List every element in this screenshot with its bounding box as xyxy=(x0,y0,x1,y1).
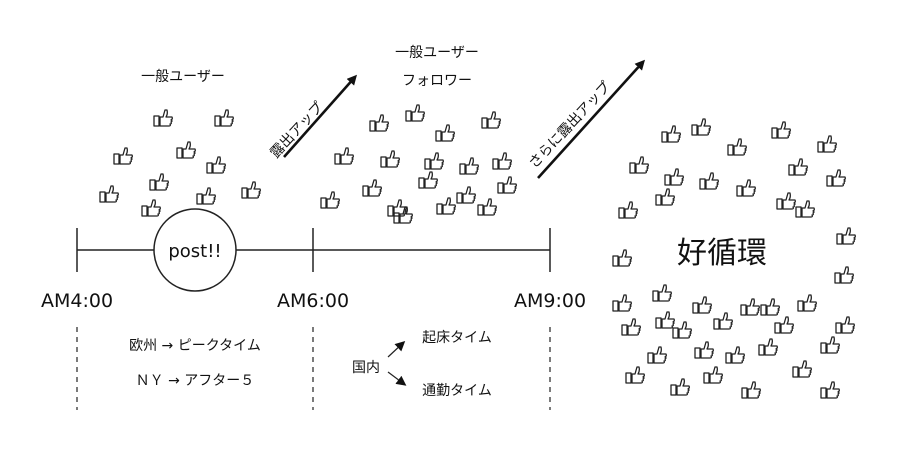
thumbs-up-icon xyxy=(795,200,815,218)
note-commute: 通勤タイム xyxy=(422,383,492,399)
thumbs-up-icon xyxy=(835,316,855,334)
post-label: post!! xyxy=(168,241,221,262)
group2-thumbs-icons xyxy=(320,104,517,224)
group2-label-line1: 一般ユーザー xyxy=(395,45,479,61)
thumbs-up-icon xyxy=(141,199,161,217)
thumbs-up-icon xyxy=(703,366,723,384)
thumbs-up-icon xyxy=(362,179,382,197)
thumbs-up-icon xyxy=(153,109,173,127)
thumbs-up-icon xyxy=(699,172,719,190)
thumbs-up-icon xyxy=(713,312,733,330)
thumbs-up-icon xyxy=(655,188,675,206)
thumbs-up-icon xyxy=(725,346,745,364)
thumbs-up-icon xyxy=(320,191,340,209)
branch-up-arrow xyxy=(387,340,406,358)
thumbs-up-icon xyxy=(655,311,675,329)
thumbs-up-icon xyxy=(661,125,681,143)
thumbs-up-icon xyxy=(625,366,645,384)
thumbs-up-icon xyxy=(435,124,455,142)
thumbs-up-icon xyxy=(774,316,794,334)
thumbs-up-icon xyxy=(776,192,796,210)
branch-arrows xyxy=(387,340,407,386)
thumbs-up-icon xyxy=(740,298,760,316)
thumbs-up-icon xyxy=(459,157,479,175)
thumbs-up-icon xyxy=(820,336,840,354)
exposure-up-arrow: 露出アップ xyxy=(267,74,357,161)
thumbs-up-icon xyxy=(826,169,846,187)
virtuous-cycle-label: 好循環 xyxy=(677,236,767,271)
further-exposure-up-arrow: さらに露出アップ xyxy=(526,59,646,179)
thumbs-up-icon xyxy=(196,187,216,205)
thumbs-up-icon xyxy=(629,156,649,174)
thumbs-up-icon xyxy=(758,338,778,356)
time-am4: AM4:00 xyxy=(41,290,113,312)
thumbs-up-icon xyxy=(380,150,400,168)
exposure-up-label: 露出アップ xyxy=(267,99,326,161)
thumbs-up-icon xyxy=(612,294,632,312)
thumbs-up-icon xyxy=(836,227,856,245)
post-node: post!! xyxy=(153,208,237,292)
thumbs-up-icon xyxy=(214,109,234,127)
thumbs-up-icon xyxy=(691,118,711,136)
thumbs-up-icon xyxy=(771,121,791,139)
note-domestic: 国内 xyxy=(352,360,380,376)
thumbs-up-icon xyxy=(692,296,712,314)
thumbs-up-icon xyxy=(741,381,761,399)
thumbs-up-icon xyxy=(647,346,667,364)
thumbs-up-icon xyxy=(621,318,641,336)
timeline xyxy=(76,228,551,272)
thumbs-up-icon xyxy=(241,181,261,199)
thumbs-up-icon xyxy=(817,135,837,153)
thumbs-up-icon xyxy=(477,198,497,216)
thumbs-up-icon xyxy=(612,249,632,267)
thumbs-up-icon xyxy=(334,147,354,165)
further-exposure-up-label: さらに露出アップ xyxy=(526,79,614,172)
thumbs-up-icon xyxy=(369,114,389,132)
note-europe: 欧州 → ピークタイム xyxy=(129,338,261,354)
thumbs-up-icon xyxy=(820,381,840,399)
thumbs-up-icon xyxy=(760,298,780,316)
thumbs-up-icon xyxy=(176,141,196,159)
thumbs-up-icon xyxy=(694,341,714,359)
thumbs-up-icon xyxy=(497,176,517,194)
group1-thumbs-icons xyxy=(99,109,261,217)
thumbs-up-icon xyxy=(149,173,169,191)
thumbs-up-icon xyxy=(618,201,638,219)
thumbs-up-icon xyxy=(405,104,425,122)
time-am6: AM6:00 xyxy=(277,290,349,312)
thumbs-up-icon xyxy=(652,284,672,302)
thumbs-up-icon xyxy=(113,147,133,165)
thumbs-up-icon xyxy=(424,152,444,170)
thumbs-up-icon xyxy=(664,168,684,186)
thumbs-up-icon xyxy=(418,171,438,189)
thumbs-up-icon xyxy=(99,185,119,203)
thumbs-up-icon xyxy=(792,360,812,378)
thumbs-up-icon xyxy=(492,152,512,170)
note-ny: ＮＹ → アフター５ xyxy=(136,373,255,389)
thumbs-up-icon xyxy=(393,206,413,224)
thumbs-up-icon xyxy=(727,138,747,156)
thumbs-up-icon xyxy=(456,186,476,204)
note-wake: 起床タイム xyxy=(422,330,492,346)
thumbs-up-icon xyxy=(670,378,690,396)
thumbs-up-icon xyxy=(736,179,756,197)
time-am9: AM9:00 xyxy=(514,290,586,312)
group1-label: 一般ユーザー xyxy=(141,69,225,85)
thumbs-up-icon xyxy=(481,111,501,129)
thumbs-up-icon xyxy=(206,156,226,174)
thumbs-up-icon xyxy=(672,321,692,339)
thumbs-up-icon xyxy=(788,158,808,176)
thumbs-up-icon xyxy=(436,197,456,215)
thumbs-up-icon xyxy=(834,266,854,284)
branch-down-arrow xyxy=(387,371,407,386)
thumbs-up-icon xyxy=(797,294,817,312)
group2-label-line2: フォロワー xyxy=(402,73,472,89)
